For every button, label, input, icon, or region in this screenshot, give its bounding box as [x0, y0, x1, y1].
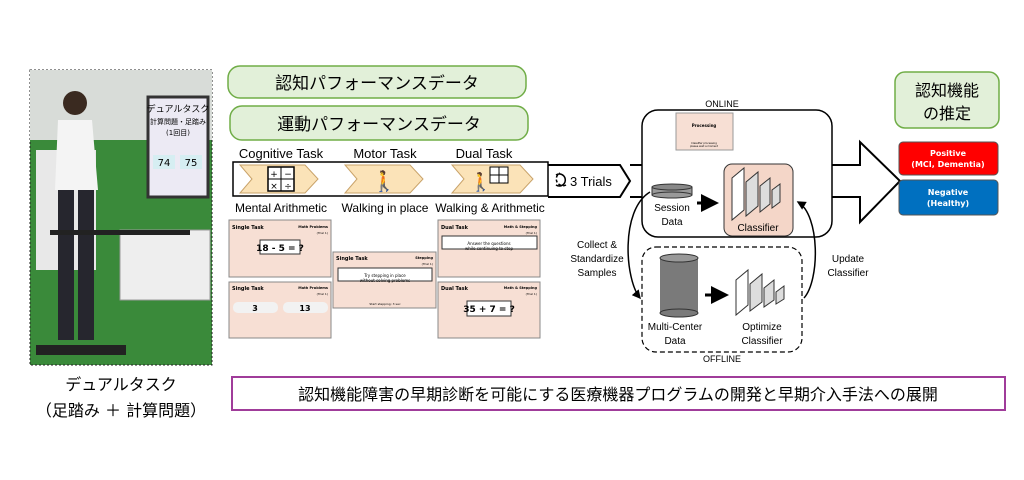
- answer-choice: 13: [299, 304, 310, 313]
- collect-arrow: [627, 191, 651, 300]
- svg-text:(Trial 1): (Trial 1): [526, 231, 537, 235]
- estimation-title: 認知機能: [915, 81, 979, 100]
- svg-text:Math Problems: Math Problems: [298, 225, 328, 229]
- answer-choice: 3: [252, 304, 258, 313]
- svg-text:(Trial 1): (Trial 1): [317, 292, 328, 296]
- processing-screen: [675, 112, 734, 151]
- estimation-box: [894, 71, 1000, 129]
- cognitive-performance-box: [227, 65, 527, 99]
- svg-text:Dual Task: Dual Task: [441, 225, 469, 231]
- svg-text:🚶: 🚶: [470, 171, 492, 193]
- svg-text:Single Task: Single Task: [336, 256, 368, 262]
- cognitive-task-title: Cognitive Task: [239, 146, 324, 161]
- neural-network-icon: [731, 166, 781, 222]
- motor-performance-label: 運動パフォーマンスデータ: [277, 114, 481, 135]
- negative-detail: (Healthy): [927, 199, 969, 208]
- collect-label: Standardize: [570, 254, 624, 265]
- photo-screen-subtitle: 計算問題・足踏み: [150, 117, 206, 126]
- svg-text:Math Problems: Math Problems: [298, 286, 328, 290]
- multi-center-label: Data: [664, 336, 686, 347]
- dual-task-photo: デュアルタスク 計算問題・足踏み (1回目) 74 75: [29, 69, 213, 366]
- svg-text:Single Task: Single Task: [232, 225, 264, 231]
- photo-screen-value: 74: [158, 158, 171, 169]
- processing-title: Processing: [692, 123, 717, 128]
- update-label: Update: [832, 254, 865, 265]
- photo-screen: [146, 95, 210, 199]
- svg-text:Start stepping: 3 sec: Start stepping: 3 sec: [369, 302, 401, 306]
- svg-text:−: −: [284, 170, 292, 180]
- motor-task-subtitle: Walking in place: [342, 201, 429, 215]
- svg-text:Math & Stepping: Math & Stepping: [504, 225, 538, 229]
- update-label: Classifier: [827, 268, 869, 279]
- positive-label: Positive: [930, 149, 967, 158]
- photo-caption-line2: （足踏み ＋ 計算問題）: [36, 401, 206, 420]
- motor-performance-box: [229, 105, 529, 141]
- session-data-label: Session: [654, 203, 690, 214]
- negative-label: Negative: [928, 188, 969, 197]
- classifier-label: Classifier: [737, 223, 779, 234]
- cognitive-performance-label: 認知パフォーマンスデータ: [275, 73, 479, 94]
- svg-text:Stepping: Stepping: [415, 256, 433, 260]
- dual-task-subtitle: Walking & Arithmetic: [435, 201, 545, 215]
- estimation-title: の推定: [923, 104, 971, 123]
- optimize-label: Optimize: [742, 322, 782, 333]
- multi-center-database-icon: [659, 253, 699, 318]
- svg-text:Dual Task: Dual Task: [441, 286, 469, 292]
- photo-screen-title: デュアルタスク: [147, 103, 210, 115]
- session-data-icon: [651, 183, 693, 199]
- svg-text:Single Task: Single Task: [232, 286, 264, 292]
- svg-text:+: +: [270, 170, 278, 180]
- bottom-banner-text: 認知機能障害の早期診断を可能にする医療機器プログラムの開発と早期介入手法への展開: [298, 385, 938, 404]
- photo-caption-line1: デュアルタスク: [65, 375, 177, 394]
- svg-text:Math & Stepping: Math & Stepping: [504, 286, 538, 290]
- negative-box: [898, 179, 999, 216]
- repeat-icon: [555, 172, 567, 187]
- cognitive-task-subtitle: Mental Arithmetic: [235, 201, 327, 215]
- svg-text:18 - 5 = ?: 18 - 5 = ?: [256, 244, 304, 254]
- collect-label: Samples: [578, 268, 617, 279]
- photo-screen-round: (1回目): [166, 129, 190, 137]
- session-data-label: Data: [661, 217, 683, 228]
- online-label: ONLINE: [705, 99, 739, 109]
- svg-text:(Trial 1): (Trial 1): [526, 292, 537, 296]
- svg-text:÷: ÷: [284, 182, 292, 192]
- task-screen: Dual Task Math & Stepping (Trial 1) 35 +…: [437, 281, 541, 339]
- positive-box: [898, 141, 999, 176]
- task-screen: Dual Task Math & Stepping (Trial 1) Answ…: [437, 219, 541, 278]
- task-screen: Single Task Math Problems (Trial 1) 3 13: [228, 281, 332, 339]
- photo-screen-value: 75: [185, 158, 198, 169]
- task-screen: Single Task Stepping (Trial 1) Try stepp…: [332, 251, 437, 309]
- svg-text:35 + 7 = ?: 35 + 7 = ?: [463, 305, 515, 315]
- walking-person-icon: 🚶: [372, 169, 397, 193]
- trials-label: 3 Trials: [570, 174, 612, 189]
- optimize-label: Classifier: [741, 336, 783, 347]
- calculator-icon: +− × ÷: [267, 166, 295, 192]
- offline-label: OFFLINE: [703, 354, 741, 364]
- neural-network-icon: [735, 268, 785, 317]
- svg-text:(Trial 1): (Trial 1): [422, 262, 433, 266]
- bottom-banner: [231, 376, 1006, 411]
- task-screen: Single Task Math Problems (Trial 1) 18 -…: [228, 219, 332, 278]
- walking-calculator-icon: 🚶: [470, 166, 509, 193]
- collect-label: Collect &: [577, 240, 617, 251]
- svg-text:×: ×: [270, 182, 278, 192]
- motor-task-title: Motor Task: [353, 146, 417, 161]
- dual-task-title: Dual Task: [456, 146, 513, 161]
- update-arrow: [796, 201, 817, 299]
- svg-text:(Trial 1): (Trial 1): [317, 231, 328, 235]
- positive-detail: (MCI, Dementia): [911, 160, 984, 169]
- multi-center-label: Multi-Center: [648, 322, 703, 333]
